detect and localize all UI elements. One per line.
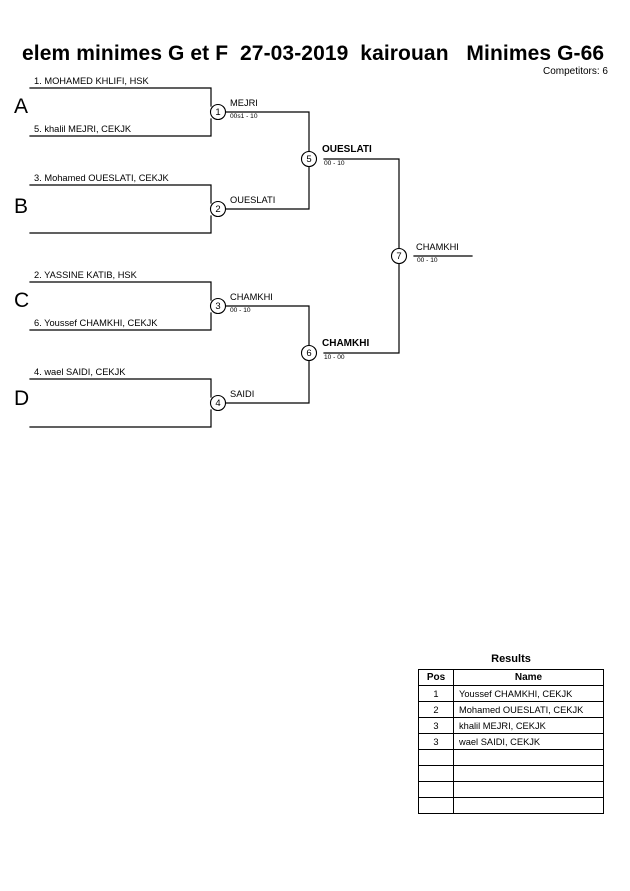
result-name [453,781,604,798]
result-name [453,765,604,782]
results-panel: Results Pos Name 1 Youssef CHAMKHI, CEKJ… [418,653,604,814]
match-winner-4[interactable]: SAIDI [230,389,255,399]
match-number-1: 1 [215,107,220,118]
result-pos [418,781,454,798]
table-row[interactable]: 2 Mohamed OUESLATI, CEKJK [418,701,604,718]
match-winner-7[interactable]: CHAMKHI [416,242,459,252]
column-header-pos: Pos [418,669,454,686]
result-pos: 2 [418,701,454,718]
table-header-row: Pos Name [418,669,604,686]
match-score-6: 10 - 00 [324,354,345,361]
column-header-name: Name [453,669,604,686]
table-row[interactable]: 1 Youssef CHAMKHI, CEKJK [418,685,604,702]
match-winner-2[interactable]: OUESLATI [230,195,276,205]
group-label-c: C [14,289,30,312]
bracket-entry[interactable]: 4. wael SAIDI, CEKJK [34,367,126,377]
match-winner-6[interactable]: CHAMKHI [322,338,370,349]
group-label-b: B [14,195,29,218]
result-name: khalil MEJRI, CEKJK [453,717,604,734]
result-pos: 3 [418,733,454,750]
bracket-entry[interactable]: 2. YASSINE KATIB, HSK [34,270,137,280]
result-name [453,797,604,814]
match-number-2: 2 [215,204,220,215]
result-pos [418,765,454,782]
results-title: Results [491,653,531,665]
page-title: elem minimes G et F 27-03-2019 kairouan … [22,42,605,65]
match-score-5: 00 - 10 [324,160,345,167]
group-label-a: A [14,95,29,118]
result-name: Mohamed OUESLATI, CEKJK [453,701,604,718]
tournament-bracket: 1 2 3 4 5 6 7 A B C D 1. MOHAMED KHLIFI,… [14,76,473,428]
match-number-7: 7 [396,251,401,262]
bracket-entry[interactable]: 1. MOHAMED KHLIFI, HSK [34,76,149,86]
match-score-7: 00 - 10 [417,257,438,264]
match-number-3: 3 [215,301,220,312]
match-winner-3[interactable]: CHAMKHI [230,292,273,302]
match-winner-5[interactable]: OUESLATI [322,144,372,155]
group-label-d: D [14,387,30,410]
bracket-entry[interactable]: 6. Youssef CHAMKHI, CEKJK [34,318,158,328]
result-name [453,749,604,766]
result-pos [418,749,454,766]
table-row[interactable] [418,781,604,798]
results-table: Pos Name 1 Youssef CHAMKHI, CEKJK 2 Moha… [418,669,604,814]
bracket-entry[interactable]: 5. khalil MEJRI, CEKJK [34,124,132,134]
result-pos [418,797,454,814]
result-pos: 1 [418,685,454,702]
result-name: Youssef CHAMKHI, CEKJK [453,685,604,702]
match-number-6: 6 [306,348,311,359]
table-row[interactable]: 3 khalil MEJRI, CEKJK [418,717,604,734]
match-score-1: 00s1 - 10 [230,113,258,120]
match-winner-1[interactable]: MEJRI [230,98,258,108]
result-pos: 3 [418,717,454,734]
competitors-count: Competitors: 6 [542,66,608,77]
result-name: wael SAIDI, CEKJK [453,733,604,750]
table-row[interactable] [418,749,604,766]
bracket-entry[interactable]: 3. Mohamed OUESLATI, CEKJK [34,173,169,183]
table-row[interactable] [418,765,604,782]
table-row[interactable]: 3 wael SAIDI, CEKJK [418,733,604,750]
table-row[interactable] [418,797,604,814]
match-number-4: 4 [215,398,220,409]
bracket-lines: 1 2 3 4 5 6 7 [29,87,473,428]
match-number-5: 5 [306,154,311,165]
match-score-3: 00 - 10 [230,307,251,314]
